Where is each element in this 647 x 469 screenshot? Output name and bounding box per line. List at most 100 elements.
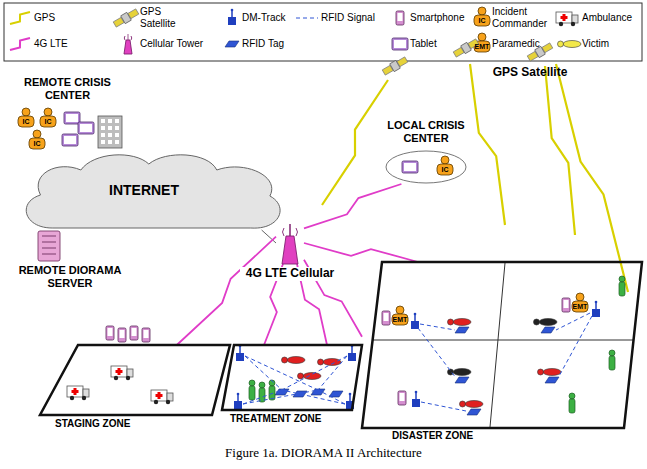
paramedic-icon	[576, 293, 584, 301]
legend-text: Cellular Tower	[140, 38, 220, 50]
smartphone-icon	[118, 328, 126, 342]
rfid-tag-icon	[455, 377, 469, 383]
rfid-tag-icon	[541, 327, 555, 333]
dm-track-icon	[414, 313, 417, 316]
dm-track-icon	[348, 353, 356, 361]
smartphone-icon	[106, 326, 114, 340]
victim-icon	[543, 369, 561, 376]
rfid-signal-line	[282, 356, 347, 390]
icon-badge: IC	[472, 16, 492, 26]
gps-satellite-icon	[381, 56, 408, 77]
rfid-signal-line	[282, 390, 345, 404]
building-window	[115, 140, 119, 144]
rfid-tag-icon	[329, 391, 343, 397]
legend-frame	[4, 3, 642, 61]
node-label: 4G LTE Cellular	[240, 267, 340, 281]
smartphone-icon	[118, 328, 126, 342]
icon-badge: IC	[16, 117, 36, 127]
building-window	[101, 119, 105, 123]
dm-track-icon	[228, 17, 236, 25]
gps-signal	[545, 66, 575, 235]
smartphone-icon	[562, 298, 570, 312]
smartphone-icon	[564, 300, 569, 308]
ambulance-icon	[67, 386, 89, 400]
ambulance-icon	[561, 16, 568, 19]
server-slot	[42, 242, 56, 243]
victim-icon	[448, 319, 472, 326]
tablet-icon	[394, 40, 406, 48]
dm-track-icon	[236, 353, 244, 361]
node-label: DISASTER ZONE	[392, 430, 522, 442]
victim-icon	[287, 357, 305, 364]
local-crisis-center-outline	[385, 150, 467, 184]
rfid-signal-line	[318, 356, 347, 390]
smartphone-icon	[382, 311, 390, 325]
ambulance-icon	[70, 396, 74, 400]
smartphone-icon	[130, 326, 138, 340]
victim-icon	[448, 319, 454, 325]
ambulance-icon	[559, 22, 563, 26]
tablet-icon	[62, 134, 78, 146]
building-window	[115, 126, 119, 130]
dm-track-icon	[234, 401, 242, 409]
ambulance-icon	[572, 15, 578, 23]
smartphone-icon	[398, 391, 406, 405]
legend-text: Smartphone	[410, 12, 474, 24]
ambulance-icon	[151, 390, 167, 401]
icon-badge: IC	[38, 117, 58, 127]
ambulance-icon	[126, 376, 130, 380]
smartphone-icon	[396, 11, 404, 25]
rfid-tag-icon	[467, 409, 481, 415]
area-label: REMOTE CRISIS CENTER	[20, 76, 115, 101]
standing-person	[259, 382, 265, 388]
building-window	[101, 133, 105, 137]
building-window	[101, 140, 105, 144]
standing-person	[569, 393, 575, 399]
icon-badge: EMT	[472, 42, 492, 52]
building-window	[108, 126, 112, 130]
disaster-zone: DISASTER ZONE	[362, 262, 642, 428]
tablet-icon	[80, 124, 92, 132]
tablet-icon	[402, 161, 418, 173]
standing-person	[609, 350, 615, 356]
node-label: TREATMENT ZONE	[230, 413, 360, 425]
rfid-signal-line	[556, 313, 590, 330]
rfid-signal-line	[245, 356, 282, 390]
dm-track-icon	[412, 399, 420, 407]
smartphone-icon	[108, 328, 113, 336]
ambulance-icon	[114, 376, 118, 380]
smartphone-icon	[400, 393, 405, 401]
cellular-tower: 4G LTE Cellular	[276, 222, 304, 264]
gps-satellite-icon	[461, 42, 472, 53]
cellular-tower-icon	[124, 34, 132, 54]
standing-person	[249, 386, 255, 400]
tablet-icon	[64, 136, 76, 144]
dm-track-icon	[592, 309, 600, 317]
paramedic-icon	[396, 306, 404, 314]
icon-badge: EMT	[570, 302, 590, 312]
dm-track-icon	[595, 301, 598, 304]
victim-icon	[453, 319, 471, 326]
gps-signal	[470, 64, 505, 225]
smartphone-icon	[396, 11, 404, 25]
victim-icon	[563, 41, 581, 48]
ambulance-icon	[571, 22, 575, 26]
node-label: STAGING ZONE	[55, 418, 175, 430]
rfid-tag-icon	[329, 391, 343, 397]
ambulance-icon	[127, 369, 133, 377]
victim-icon	[558, 41, 582, 48]
tablet-icon	[392, 38, 408, 50]
dm-track-icon	[415, 391, 418, 394]
ambulance-icon	[167, 393, 173, 401]
standing-person	[259, 382, 265, 402]
rfid-tag-icon	[545, 377, 559, 383]
zone-outline	[40, 345, 230, 415]
building-window	[108, 119, 112, 123]
gps-satellite-icon	[112, 8, 139, 29]
victim-icon	[318, 359, 324, 365]
rfid-tag-icon	[455, 377, 469, 383]
rfid-tag-icon	[545, 377, 559, 383]
incident-commander-icon	[22, 108, 30, 116]
tablet-icon	[402, 161, 418, 173]
